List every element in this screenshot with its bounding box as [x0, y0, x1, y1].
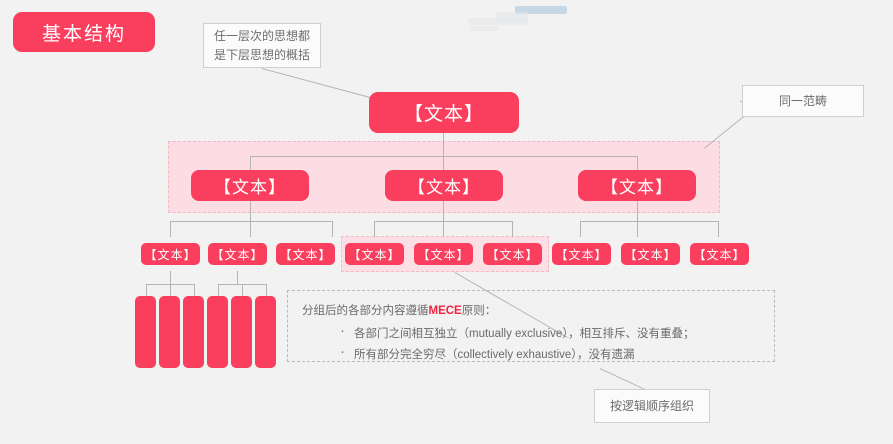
tree-node-level3-6[interactable]: 【文本】 [483, 243, 542, 265]
connector-level2-drop [250, 156, 251, 170]
tree-node-label: 【文本】 [601, 178, 673, 197]
connector-level3-drop [718, 221, 719, 237]
callout-top-right: 同一范畴 [742, 85, 864, 117]
tree-node-label: 【文本】 [408, 178, 480, 197]
connector-level3-drop [637, 221, 638, 237]
callout-line-1: 任一层次的思想都 [213, 28, 310, 43]
tree-node-label: 【文本】 [555, 247, 608, 262]
tree-node-level2-3[interactable]: 【文本】 [578, 170, 696, 201]
connector-level3-bus [580, 221, 718, 222]
connector-level3-drop [170, 221, 171, 237]
watermark-artifact [470, 26, 498, 31]
tree-node-level3-8[interactable]: 【文本】 [621, 243, 680, 265]
tree-node-level3-9[interactable]: 【文本】 [690, 243, 749, 265]
watermark-artifact [468, 18, 528, 25]
connector-level3-bus [170, 221, 332, 222]
tree-node-level3-2[interactable]: 【文本】 [208, 243, 267, 265]
connector-level3-drop [332, 221, 333, 237]
tree-node-level3-4[interactable]: 【文本】 [345, 243, 404, 265]
connector-level3-drop [374, 221, 375, 237]
tree-node-label: 【文本】 [214, 178, 286, 197]
section-title-label: 基本结构 [41, 23, 126, 45]
watermark-artifact [515, 6, 567, 14]
connector-bar-stem [237, 271, 238, 284]
connector-bar-drop [242, 284, 243, 296]
tree-node-level3-1[interactable]: 【文本】 [141, 243, 200, 265]
tree-node-label: 【文本】 [486, 247, 539, 262]
tree-node-label: 【文本】 [279, 247, 332, 262]
mece-note-heading: 分组后的各部分内容遵循MECE原则： [302, 302, 774, 318]
connector-level3-drop [443, 221, 444, 237]
callout-line-1: 同一范畴 [778, 93, 827, 108]
callout-line-1: 按逻辑顺序组织 [609, 398, 694, 413]
mece-note: 分组后的各部分内容遵循MECE原则： 各部门之间相互独立（mutually ex… [287, 290, 775, 362]
connector-bar-drop [170, 284, 171, 296]
tree-node-bar-2[interactable] [159, 296, 180, 368]
connector-bar-drop [194, 284, 195, 296]
connector-level3-drop [580, 221, 581, 237]
mece-heading-after: 原则： [461, 305, 497, 317]
connector-level3-stem [250, 201, 251, 221]
connector-level3-drop [250, 221, 251, 237]
tree-node-root[interactable]: 【文本】 [369, 92, 519, 133]
connector-level3-stem [637, 201, 638, 221]
tree-node-label: 【文本】 [693, 247, 746, 262]
mece-bullet-item: 所有部分完全穷尽（collectively exhaustive），没有遗漏 [340, 343, 774, 362]
connector-bar-drop [266, 284, 267, 296]
connector-root-stem [443, 133, 444, 156]
callout-line-2: 是下层思想的概括 [213, 47, 310, 62]
mece-heading-before: 分组后的各部分内容遵循 [302, 305, 429, 317]
connector-level2-drop [637, 156, 638, 170]
connector-level3-drop [512, 221, 513, 237]
tree-node-bar-4[interactable] [207, 296, 228, 368]
tree-node-label: 【文本】 [144, 247, 197, 262]
connector-bar-stem [170, 271, 171, 284]
callout-top-left: 任一层次的思想都 是下层思想的概括 [203, 23, 321, 68]
tree-node-level3-3[interactable]: 【文本】 [276, 243, 335, 265]
connector-level3-stem [443, 201, 444, 221]
tree-node-label: 【文本】 [403, 104, 484, 125]
tree-node-label: 【文本】 [624, 247, 677, 262]
connector-level2-drop [443, 156, 444, 170]
section-title-badge: 基本结构 [13, 12, 155, 52]
tree-node-bar-3[interactable] [183, 296, 204, 368]
tree-node-level2-1[interactable]: 【文本】 [191, 170, 309, 201]
tree-node-label: 【文本】 [211, 247, 264, 262]
tree-node-level3-5[interactable]: 【文本】 [414, 243, 473, 265]
mece-keyword: MECE [428, 305, 462, 317]
tree-node-bar-1[interactable] [135, 296, 156, 368]
callout-bottom-right: 按逻辑顺序组织 [594, 389, 710, 423]
watermark-artifact [496, 12, 528, 22]
connector-bar-drop [218, 284, 219, 296]
tree-node-bar-6[interactable] [255, 296, 276, 368]
tree-node-level3-7[interactable]: 【文本】 [552, 243, 611, 265]
tree-node-label: 【文本】 [417, 247, 470, 262]
connector-bar-drop [146, 284, 147, 296]
tree-node-bar-5[interactable] [231, 296, 252, 368]
tree-node-level2-2[interactable]: 【文本】 [385, 170, 503, 201]
mece-bullet-item: 各部门之间相互独立（mutually exclusive），相互排斥、没有重叠； [340, 322, 774, 341]
mece-bullet-list: 各部门之间相互独立（mutually exclusive），相互排斥、没有重叠；… [302, 322, 774, 362]
tree-node-label: 【文本】 [348, 247, 401, 262]
